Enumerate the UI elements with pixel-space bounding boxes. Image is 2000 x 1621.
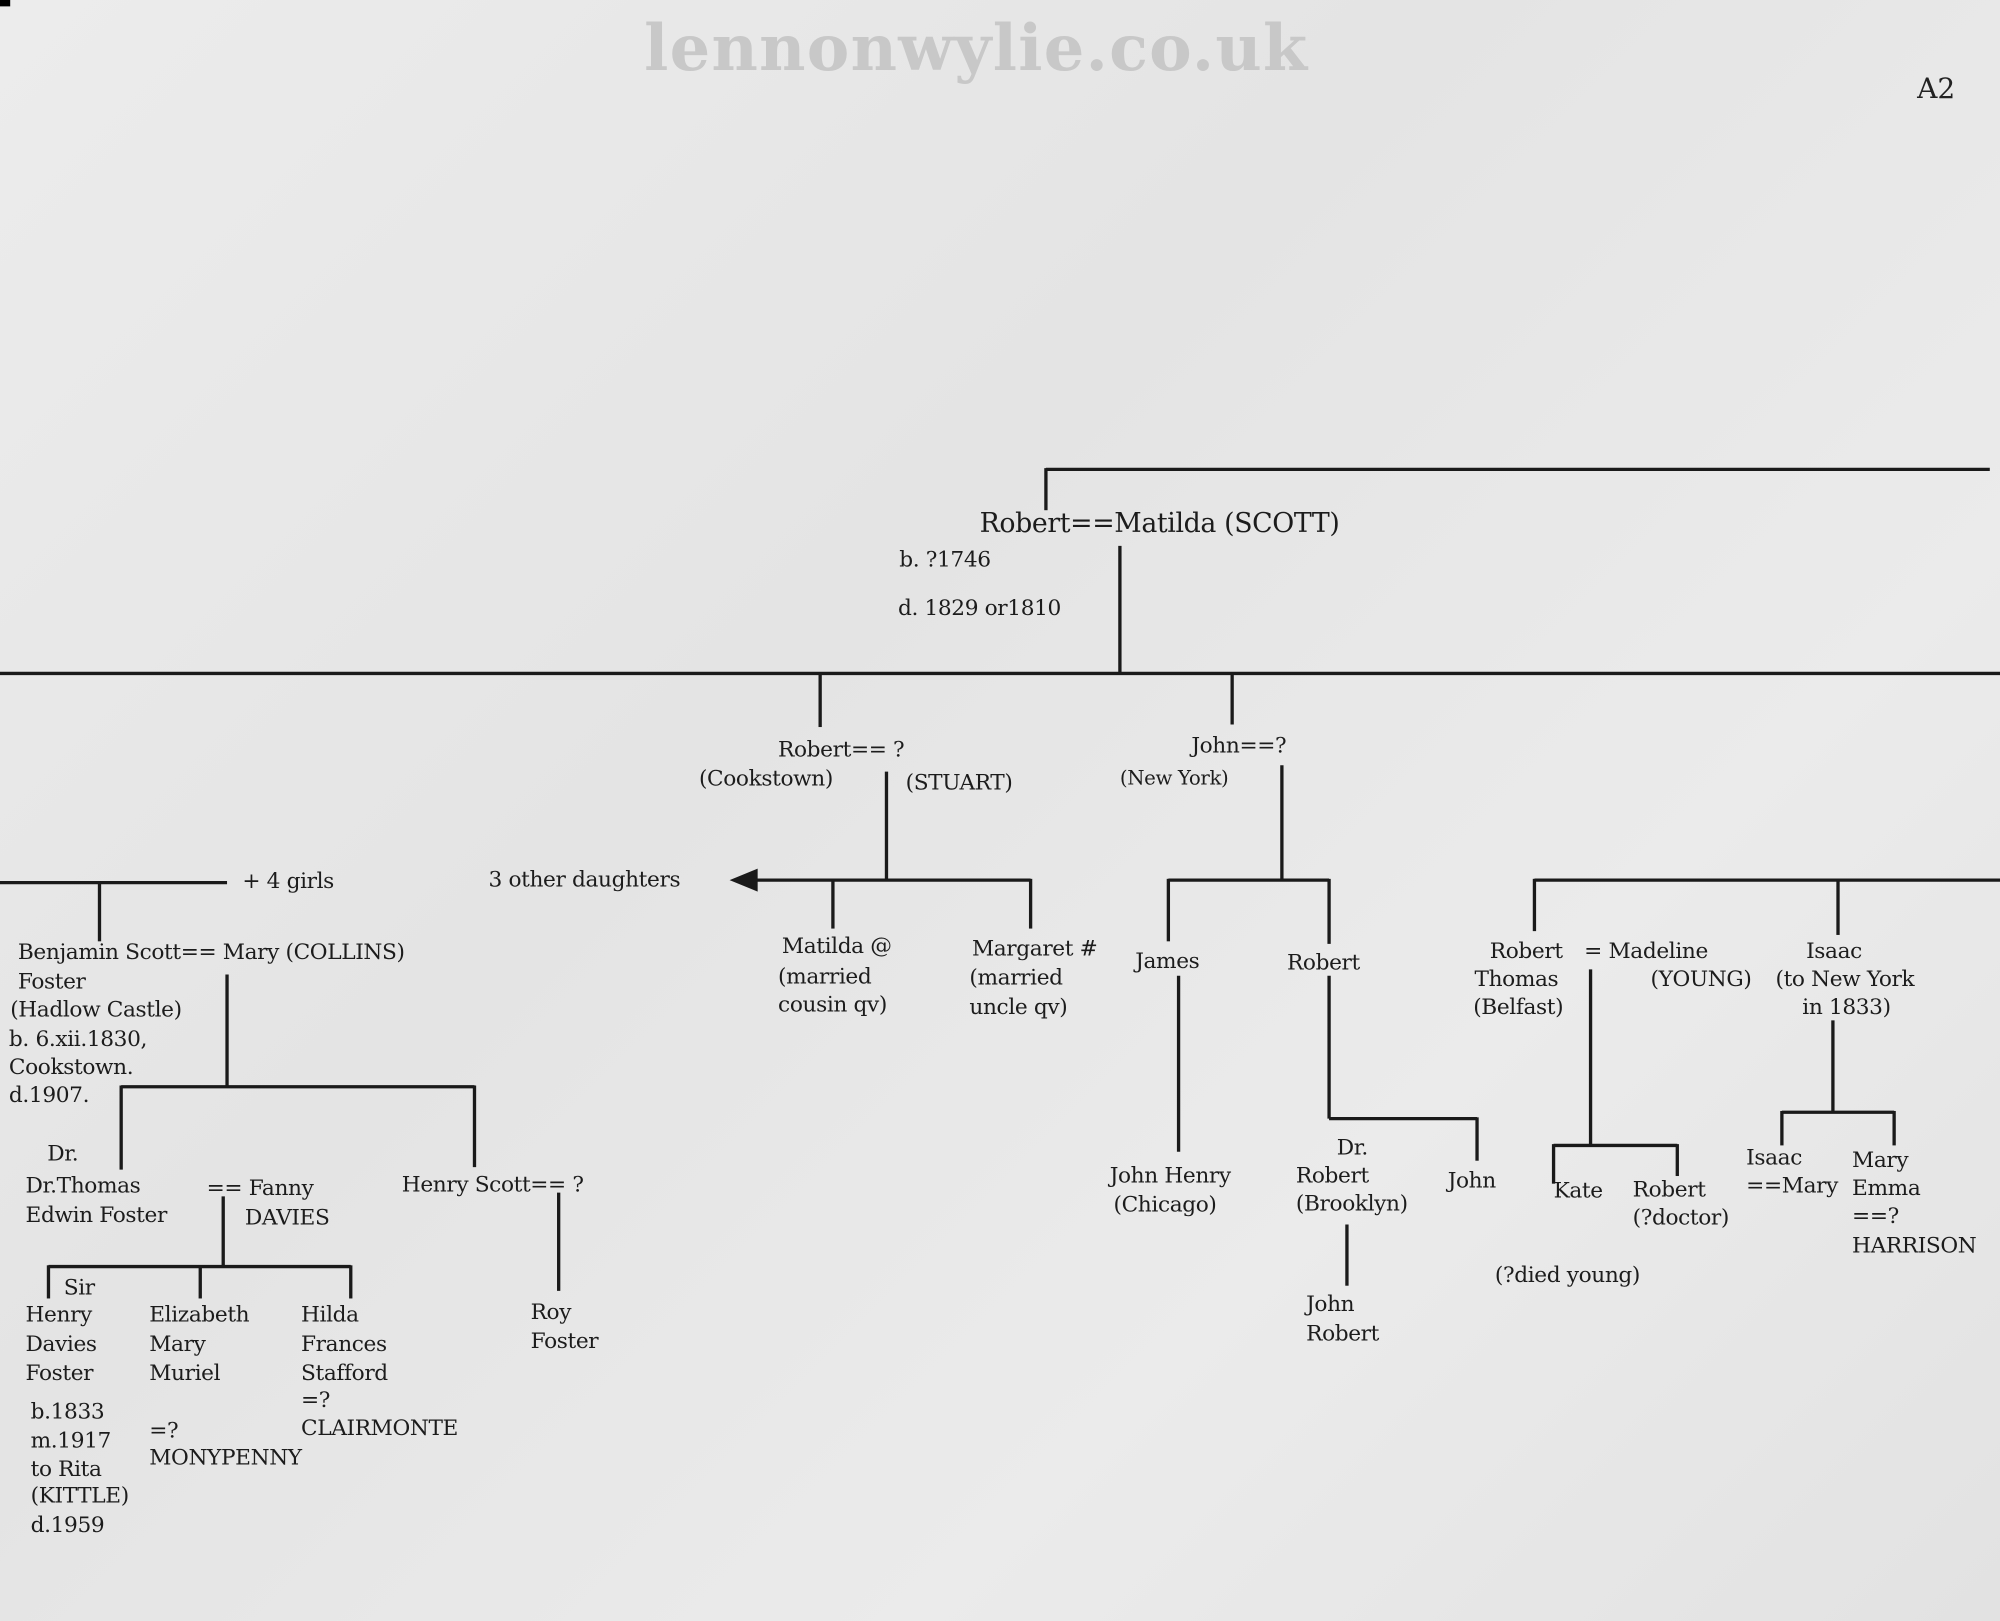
robert-doctor: Robert bbox=[1632, 1177, 1706, 1203]
thomas: Dr.Thomas bbox=[25, 1173, 141, 1199]
sir-henry: Sir bbox=[63, 1275, 95, 1302]
sir-henry: Henry bbox=[25, 1302, 93, 1328]
margaret-line: uncle qv) bbox=[969, 994, 1068, 1021]
elizabeth: =? bbox=[149, 1418, 179, 1444]
fanny: == Fanny bbox=[206, 1176, 314, 1202]
new-york: (New York) bbox=[1119, 766, 1229, 790]
benjamin-line: Foster bbox=[17, 969, 86, 995]
arrow-left-icon bbox=[729, 868, 758, 892]
margaret-line: Margaret # bbox=[971, 936, 1098, 962]
elizabeth: Muriel bbox=[149, 1360, 221, 1387]
john-ny: John bbox=[1447, 1168, 1497, 1194]
dr-extra: Dr. bbox=[47, 1141, 79, 1168]
robert-thomas: (Belfast) bbox=[1473, 994, 1564, 1021]
scan-corner-mark bbox=[0, 0, 11, 7]
robert-ny: Robert bbox=[1286, 950, 1360, 976]
isaac: (to New York bbox=[1775, 966, 1915, 993]
hilda: Stafford bbox=[301, 1360, 388, 1387]
robert-cookstown: Robert== ? bbox=[778, 737, 905, 763]
root-couple: Robert==Matilda (SCOTT) bbox=[979, 507, 1340, 539]
henry-scott: Henry Scott== ? bbox=[401, 1172, 584, 1198]
hilda: Hilda bbox=[301, 1302, 359, 1328]
benjamin-line: Cookstown. bbox=[8, 1054, 134, 1081]
benjamin-couple: Benjamin Scott== Mary (COLLINS) bbox=[17, 940, 405, 966]
hilda: Frances bbox=[301, 1331, 387, 1358]
three-other-daughters: 3 other daughters bbox=[488, 867, 681, 893]
isaac-jr: Isaac bbox=[1746, 1145, 1802, 1171]
died-young: (?died young) bbox=[1494, 1262, 1641, 1289]
john-robert: Robert bbox=[1306, 1321, 1380, 1347]
robert-thomas: Thomas bbox=[1474, 966, 1559, 993]
isaac: in 1833) bbox=[1802, 994, 1891, 1021]
sir-henry: b.1833 bbox=[30, 1399, 105, 1425]
dr-robert: Dr. bbox=[1336, 1135, 1369, 1161]
sir-henry: to Rita bbox=[30, 1456, 102, 1483]
root-died: d. 1829 or1810 bbox=[897, 595, 1061, 622]
watermark: lennonwylie.co.uk bbox=[644, 10, 1309, 86]
elizabeth: MONYPENNY bbox=[149, 1445, 302, 1471]
young: (YOUNG) bbox=[1650, 966, 1752, 993]
hilda: CLAIRMONTE bbox=[301, 1415, 458, 1442]
elizabeth: Mary bbox=[149, 1331, 206, 1358]
mary-emma: Emma bbox=[1852, 1176, 1921, 1202]
roy: Roy bbox=[530, 1299, 572, 1326]
john-henry: (Chicago) bbox=[1113, 1192, 1217, 1219]
sir-henry: m.1917 bbox=[30, 1428, 112, 1455]
matilda-line: Matilda @ bbox=[781, 933, 892, 960]
kate: Kate bbox=[1553, 1178, 1604, 1205]
cookstown: (Cookstown) bbox=[698, 766, 833, 793]
robert-thomas: Robert bbox=[1489, 938, 1563, 965]
james: James bbox=[1135, 948, 1200, 975]
mary-emma: Mary bbox=[1852, 1147, 1909, 1174]
dr-robert: Robert bbox=[1295, 1163, 1369, 1189]
sir-henry: Foster bbox=[25, 1360, 94, 1387]
mary-emma: ==? bbox=[1852, 1204, 1899, 1230]
robert-doctor: (?doctor) bbox=[1632, 1205, 1730, 1231]
dr-robert: (Brooklyn) bbox=[1295, 1191, 1408, 1217]
benjamin-line: (Hadlow Castle) bbox=[10, 997, 182, 1023]
john-robert: John bbox=[1306, 1292, 1355, 1318]
sheet-code: A2 bbox=[1917, 73, 1956, 106]
matilda-line: cousin qv) bbox=[778, 992, 887, 1018]
sir-henry: d.1959 bbox=[30, 1512, 105, 1539]
john-couple: John==? bbox=[1191, 733, 1287, 759]
isaac: Isaac bbox=[1806, 938, 1862, 965]
hilda: =? bbox=[301, 1387, 331, 1414]
sir-henry: (KITTLE) bbox=[30, 1483, 130, 1509]
stuart: (STUART) bbox=[905, 770, 1013, 796]
connector-lines bbox=[0, 467, 2000, 1299]
madeline: = Madeline bbox=[1584, 938, 1708, 965]
fanny: DAVIES bbox=[244, 1205, 330, 1231]
matilda-line: (married bbox=[778, 964, 872, 990]
isaac-jr: ==Mary bbox=[1746, 1173, 1838, 1199]
thomas: Edwin Foster bbox=[25, 1202, 168, 1229]
sir-henry: Davies bbox=[25, 1331, 98, 1358]
mary-emma: HARRISON bbox=[1852, 1233, 1977, 1259]
margaret-line: (married bbox=[969, 965, 1063, 992]
roy: Foster bbox=[530, 1329, 599, 1355]
john-henry: John Henry bbox=[1109, 1163, 1231, 1189]
plus-4-girls: + 4 girls bbox=[242, 868, 334, 895]
elizabeth: Elizabeth bbox=[149, 1302, 250, 1328]
benjamin-line: d.1907. bbox=[8, 1082, 90, 1109]
benjamin-line: b. 6.xii.1830, bbox=[8, 1026, 148, 1053]
root-born: b. ?1746 bbox=[899, 547, 991, 573]
